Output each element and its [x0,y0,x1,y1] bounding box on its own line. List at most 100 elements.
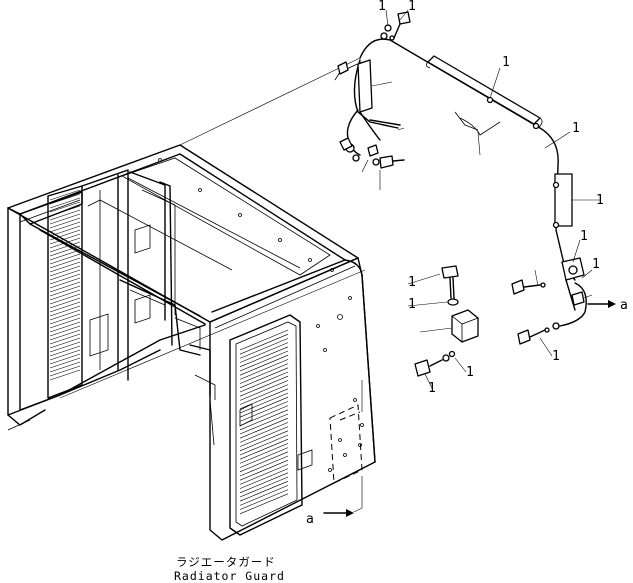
ref-label-a-bottom: a [306,512,314,527]
louver-slat [239,438,289,460]
svg-text:1: 1 [466,365,474,380]
louver-slat [239,371,289,393]
louver-slat [49,241,81,253]
louver-slat [49,193,81,205]
louver-slat [49,281,81,293]
louver-slat [49,345,81,357]
louver-slat [49,309,81,321]
louver-slat [239,480,289,502]
louver-slat [239,447,289,468]
part-number-ticks: 1 1 1 1 1 1 1 1 1 1 1 1 [378,0,604,396]
louver-slat [49,313,81,325]
frame-leader-2 [59,269,366,399]
louver-slat [49,301,81,313]
louver-slat [239,329,289,351]
louver-slat [239,422,289,443]
louver-slat [49,237,81,249]
louver-slat [239,493,289,515]
louver-slat [49,333,81,345]
louver-slat [49,353,81,365]
louver-slat [49,361,81,373]
louver-slat [239,417,289,439]
louver-slat [49,221,81,233]
frame-leader [179,57,361,146]
louver-slat [239,401,289,422]
louver-slat [49,305,81,317]
louver-slat [49,289,81,301]
louver-slat [49,325,81,337]
left-louvers [49,189,81,381]
louver-slat [49,205,81,217]
louver-slat [49,189,81,201]
louver-slat [239,426,289,447]
louver-slat [49,229,81,241]
louver-slat [239,485,289,506]
louver-slat [239,409,289,431]
louver-slat [49,273,81,285]
louver-slat [49,213,81,225]
louver-slat [49,369,81,381]
louver-slat [239,434,289,456]
louver-slat [239,472,289,494]
louver-slat [49,277,81,289]
louver-slat [239,384,289,405]
svg-text:1: 1 [596,193,604,208]
caption-jp: ラジエータガード [176,555,276,569]
louver-slat [239,350,289,372]
louver-slat [49,249,81,261]
svg-text:1: 1 [378,0,386,14]
louver-slat [239,363,289,384]
louver-slat [239,342,289,363]
louver-slat [49,297,81,309]
louver-slat [49,349,81,361]
louver-slat [49,337,81,349]
ref-label-a-right: a [620,298,628,313]
louver-slat [49,269,81,281]
louver-slat [239,476,289,498]
svg-text:1: 1 [408,0,416,14]
louver-slat [49,201,81,213]
louver-slat [49,341,81,353]
louver-slat [49,253,81,265]
caption-en: Radiator Guard [174,569,285,583]
wiring-harness [334,11,587,345]
louver-slat [49,197,81,209]
louver-slat [239,464,289,485]
louver-slat [49,365,81,377]
svg-text:1: 1 [502,55,510,70]
louver-slat [49,321,81,333]
louver-slat [239,489,289,510]
louver-slat [49,233,81,245]
svg-text:1: 1 [408,297,416,312]
louver-slat [49,209,81,221]
louver-slat [239,375,289,397]
louver-slat [49,217,81,229]
louver-slat [49,285,81,297]
louver-slat [49,265,81,277]
louver-slat [239,392,289,414]
louver-slat [239,367,289,389]
louver-slat [239,413,289,435]
louver-slat [49,317,81,329]
louver-slat [49,225,81,237]
louver-slat [239,338,289,359]
louver-slat [239,359,289,380]
louver-slat [49,293,81,305]
louver-slat [239,455,289,477]
louver-slat [239,380,289,401]
louver-slat [239,443,289,464]
louver-slat [239,451,289,473]
louver-slat [239,388,289,410]
svg-text:1: 1 [552,349,560,364]
svg-text:1: 1 [408,275,416,290]
right-louvers [239,329,289,515]
louver-slat [239,346,289,368]
svg-text:1: 1 [428,381,436,396]
louver-slat [49,245,81,257]
louver-slat [239,333,289,355]
loose-parts [414,265,479,377]
leader-lines [323,9,616,517]
louver-slat [49,257,81,269]
louver-slat [239,459,289,481]
